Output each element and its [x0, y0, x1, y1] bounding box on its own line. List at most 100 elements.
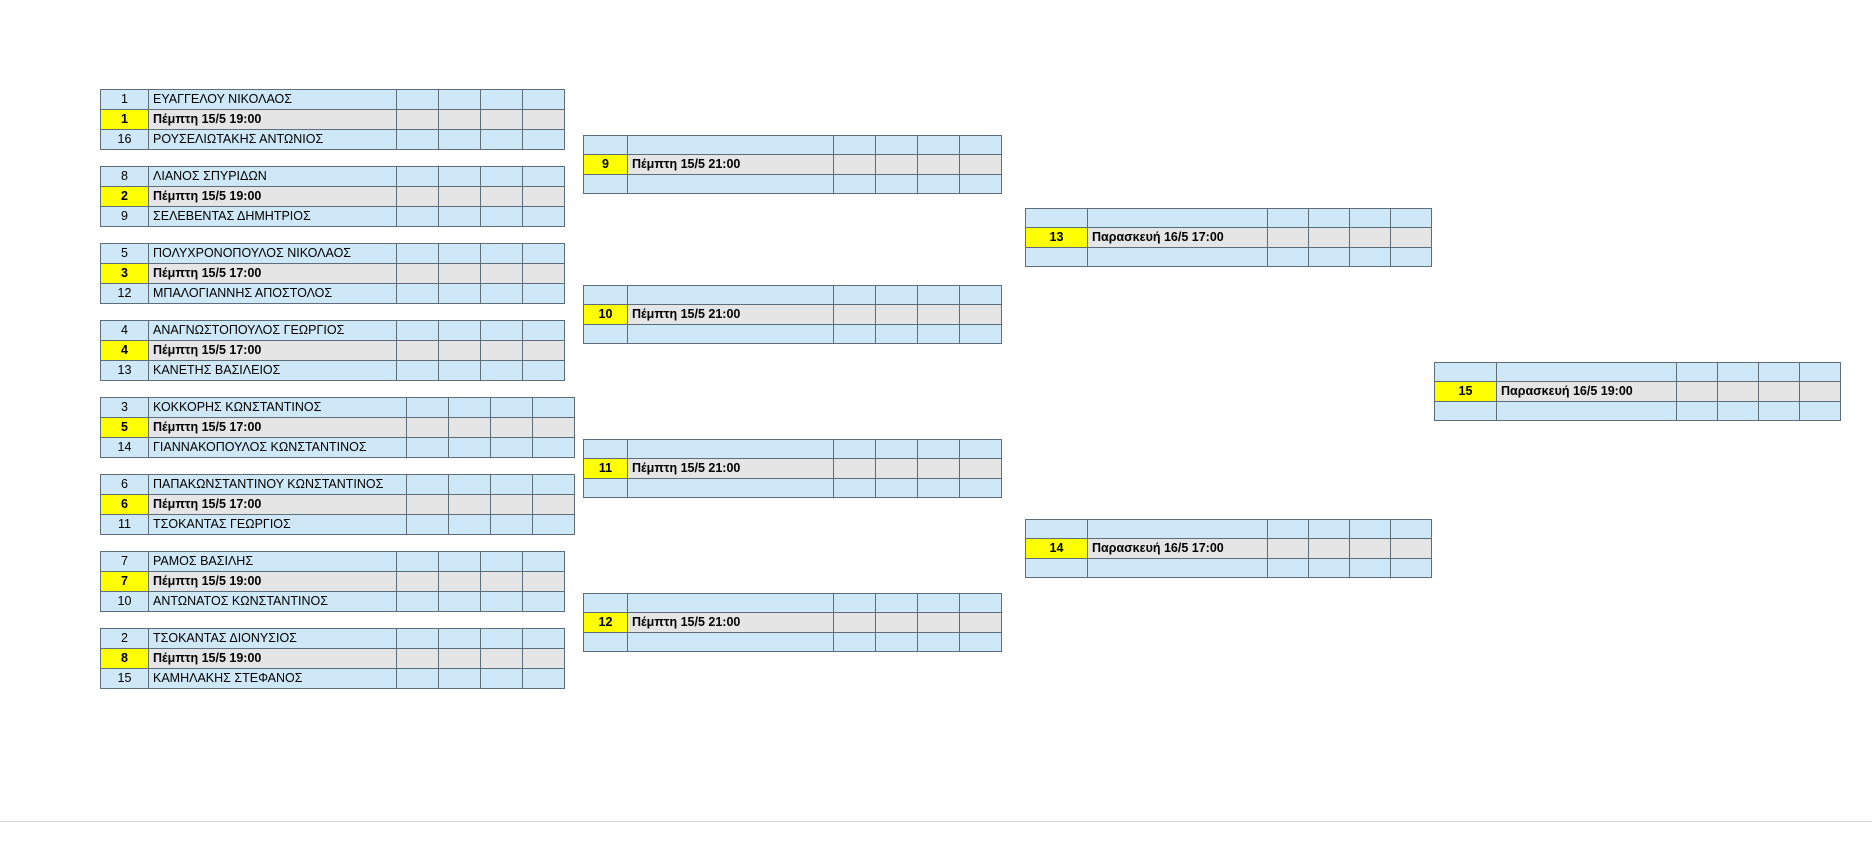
match-12-bottom-score-1[interactable] — [833, 632, 876, 652]
match-7-mid-score-4[interactable] — [522, 571, 565, 592]
match-14-mid-score-1[interactable] — [1267, 538, 1309, 559]
match-7-top-score-1[interactable] — [396, 551, 439, 572]
match-7-bottom-score-1[interactable] — [396, 591, 439, 612]
match-8-top-score-4[interactable] — [522, 628, 565, 649]
match-1-bottom-score-4[interactable] — [522, 129, 565, 150]
match-11-bottom-score-1[interactable] — [833, 478, 876, 498]
match-4-bottom-score-4[interactable] — [522, 360, 565, 381]
match-6-mid-score-2[interactable] — [448, 494, 491, 515]
match-1-bottom-score-3[interactable] — [480, 129, 523, 150]
match-5-top-score-3[interactable] — [490, 397, 533, 418]
match-12-mid-score-2[interactable] — [875, 612, 918, 633]
match-5-mid-score-3[interactable] — [490, 417, 533, 438]
match-11-top-score-4[interactable] — [959, 439, 1002, 459]
match-11-bottom-score-2[interactable] — [875, 478, 918, 498]
match-13-top-score-3[interactable] — [1349, 208, 1391, 228]
match-10-top-score-3[interactable] — [917, 285, 960, 305]
match-9-top-score-2[interactable] — [875, 135, 918, 155]
match-3-bottom-score-3[interactable] — [480, 283, 523, 304]
match-1-top-score-3[interactable] — [480, 89, 523, 110]
match-15-bottom-score-2[interactable] — [1717, 401, 1759, 421]
match-5-mid-score-1[interactable] — [406, 417, 449, 438]
match-14-top-score-4[interactable] — [1390, 519, 1432, 539]
match-11-mid-score-4[interactable] — [959, 458, 1002, 479]
match-8-mid-score-4[interactable] — [522, 648, 565, 669]
match-13-top-score-2[interactable] — [1308, 208, 1350, 228]
match-9-bottom-score-3[interactable] — [917, 174, 960, 194]
match-7-top-score-3[interactable] — [480, 551, 523, 572]
match-5-top-score-1[interactable] — [406, 397, 449, 418]
match-5-bottom-score-3[interactable] — [490, 437, 533, 458]
match-1-top-score-4[interactable] — [522, 89, 565, 110]
match-4-top-score-4[interactable] — [522, 320, 565, 341]
match-3-bottom-score-4[interactable] — [522, 283, 565, 304]
match-14-top-score-3[interactable] — [1349, 519, 1391, 539]
match-14-bottom-score-4[interactable] — [1390, 558, 1432, 578]
match-6-bottom-score-1[interactable] — [406, 514, 449, 535]
match-6-bottom-score-4[interactable] — [532, 514, 575, 535]
match-11-top-score-3[interactable] — [917, 439, 960, 459]
match-7-top-score-2[interactable] — [438, 551, 481, 572]
match-7-bottom-score-2[interactable] — [438, 591, 481, 612]
match-5-bottom-score-2[interactable] — [448, 437, 491, 458]
match-13-bottom-score-1[interactable] — [1267, 247, 1309, 267]
match-9-mid-score-4[interactable] — [959, 154, 1002, 175]
match-5-mid-score-4[interactable] — [532, 417, 575, 438]
match-13-bottom-score-2[interactable] — [1308, 247, 1350, 267]
match-14-top-score-1[interactable] — [1267, 519, 1309, 539]
match-5-mid-score-2[interactable] — [448, 417, 491, 438]
match-8-top-score-3[interactable] — [480, 628, 523, 649]
match-13-mid-score-2[interactable] — [1308, 227, 1350, 248]
match-12-bottom-score-3[interactable] — [917, 632, 960, 652]
match-8-mid-score-1[interactable] — [396, 648, 439, 669]
match-3-mid-score-3[interactable] — [480, 263, 523, 284]
match-10-mid-score-1[interactable] — [833, 304, 876, 325]
match-3-mid-score-1[interactable] — [396, 263, 439, 284]
match-9-bottom-score-4[interactable] — [959, 174, 1002, 194]
match-1-mid-score-2[interactable] — [438, 109, 481, 130]
match-11-top-score-1[interactable] — [833, 439, 876, 459]
match-3-top-score-4[interactable] — [522, 243, 565, 264]
match-11-top-score-2[interactable] — [875, 439, 918, 459]
match-2-bottom-score-1[interactable] — [396, 206, 439, 227]
match-3-mid-score-4[interactable] — [522, 263, 565, 284]
match-10-bottom-score-1[interactable] — [833, 324, 876, 344]
match-8-bottom-score-3[interactable] — [480, 668, 523, 689]
match-10-mid-score-3[interactable] — [917, 304, 960, 325]
match-9-mid-score-1[interactable] — [833, 154, 876, 175]
match-14-bottom-score-1[interactable] — [1267, 558, 1309, 578]
match-6-top-score-4[interactable] — [532, 474, 575, 495]
match-15-bottom-score-4[interactable] — [1799, 401, 1841, 421]
match-8-bottom-score-2[interactable] — [438, 668, 481, 689]
match-4-mid-score-2[interactable] — [438, 340, 481, 361]
match-6-mid-score-1[interactable] — [406, 494, 449, 515]
match-3-bottom-score-1[interactable] — [396, 283, 439, 304]
match-12-top-score-4[interactable] — [959, 593, 1002, 613]
match-15-mid-score-4[interactable] — [1799, 381, 1841, 402]
match-1-top-score-2[interactable] — [438, 89, 481, 110]
match-5-top-score-2[interactable] — [448, 397, 491, 418]
match-2-bottom-score-4[interactable] — [522, 206, 565, 227]
match-10-top-score-2[interactable] — [875, 285, 918, 305]
match-2-top-score-2[interactable] — [438, 166, 481, 187]
match-15-mid-score-1[interactable] — [1676, 381, 1718, 402]
match-6-mid-score-3[interactable] — [490, 494, 533, 515]
match-1-top-score-1[interactable] — [396, 89, 439, 110]
match-14-mid-score-3[interactable] — [1349, 538, 1391, 559]
match-9-bottom-score-2[interactable] — [875, 174, 918, 194]
match-6-bottom-score-3[interactable] — [490, 514, 533, 535]
match-14-bottom-score-2[interactable] — [1308, 558, 1350, 578]
match-12-mid-score-3[interactable] — [917, 612, 960, 633]
match-10-top-score-4[interactable] — [959, 285, 1002, 305]
match-10-top-score-1[interactable] — [833, 285, 876, 305]
match-13-top-score-4[interactable] — [1390, 208, 1432, 228]
match-9-mid-score-2[interactable] — [875, 154, 918, 175]
match-7-mid-score-2[interactable] — [438, 571, 481, 592]
match-10-mid-score-4[interactable] — [959, 304, 1002, 325]
match-2-mid-score-3[interactable] — [480, 186, 523, 207]
match-8-top-score-2[interactable] — [438, 628, 481, 649]
match-15-mid-score-2[interactable] — [1717, 381, 1759, 402]
match-10-bottom-score-2[interactable] — [875, 324, 918, 344]
match-6-mid-score-4[interactable] — [532, 494, 575, 515]
match-4-top-score-3[interactable] — [480, 320, 523, 341]
